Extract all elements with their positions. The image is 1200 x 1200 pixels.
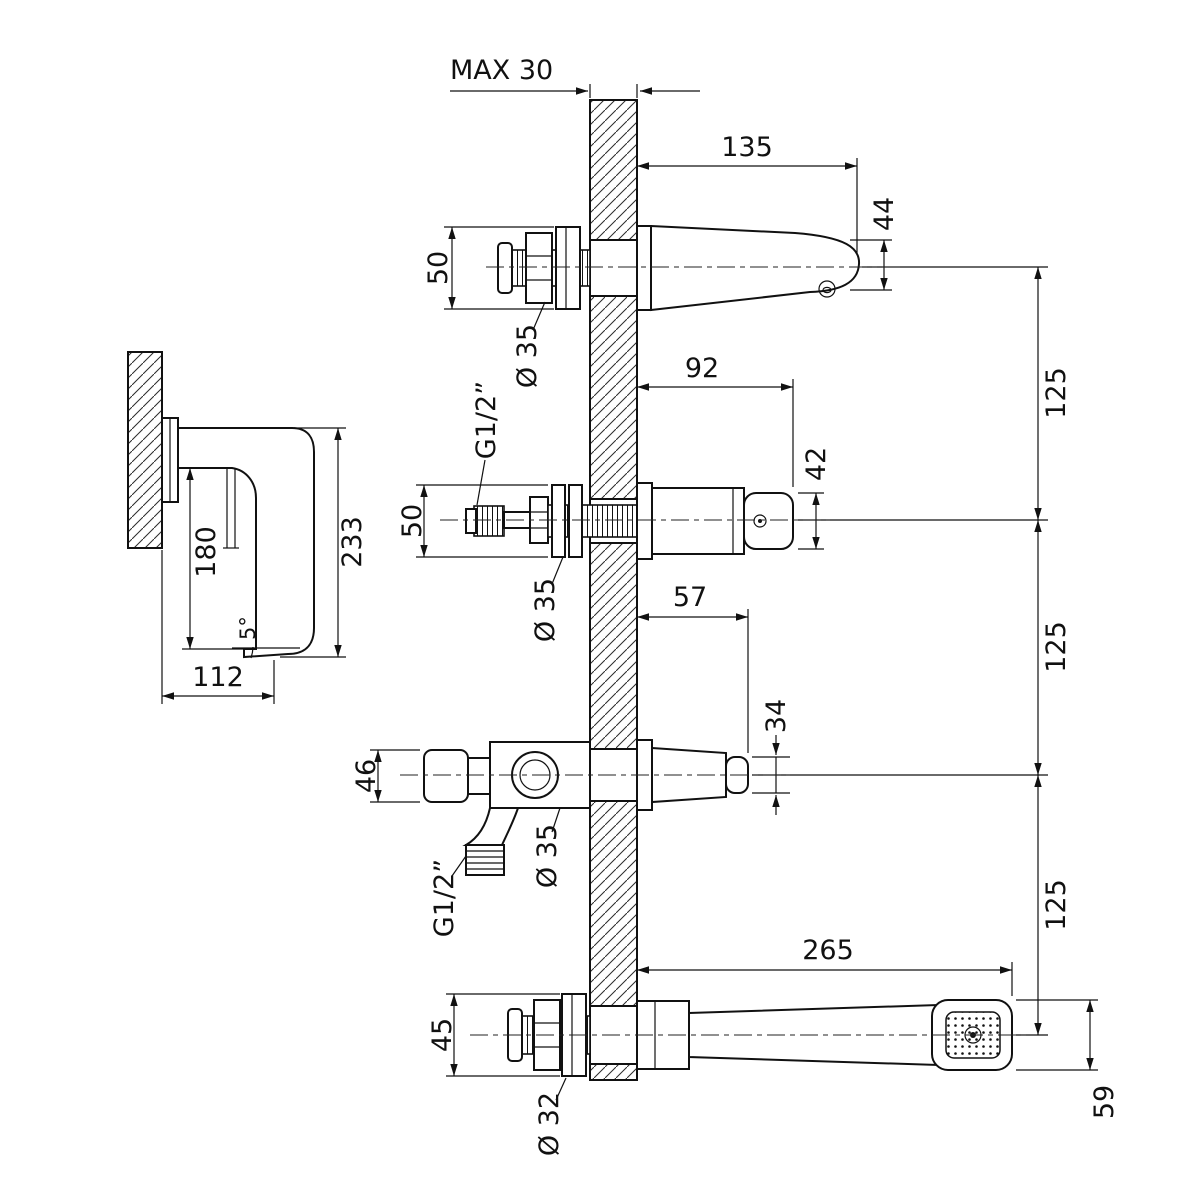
valve-front-view: 92 42 50 G1/2” Ø 35 [397,353,832,642]
side-spout-profile [177,427,315,659]
dim-spout-tip-height: 44 [869,197,900,231]
centerlines [400,266,1028,1036]
front-view: MAX 30 50 135 [351,55,1120,1156]
valve-body [651,487,745,555]
outlet-elbow [462,807,520,846]
spout-body [650,224,861,312]
valve-inlet-cap [465,508,477,534]
dim-side-reach: 112 [192,662,244,693]
holder-neck [467,757,491,795]
dim-max-offset-label: MAX 30 [450,55,553,86]
dim-shower-head-height: 59 [1089,1085,1120,1119]
dim-diverter-thread: G1/2” [429,859,460,937]
side-view: 233 180 112 5° [127,351,368,704]
spout-front-view: 50 135 44 Ø 35 [423,132,900,388]
dim-valve-thread: G1/2” [471,381,502,459]
spout-stud-cap [497,242,513,294]
dim-diverter-knob-height: 34 [761,699,792,733]
side-wall-hatch [127,351,163,549]
spout-aerator [818,280,836,298]
dim-valve-handle-height: 42 [801,447,832,481]
valve-handle-screw [753,514,767,528]
holder-bracket [423,749,469,803]
valve-flange-plate-1 [551,484,566,558]
dim-diverter-hole: Ø 35 [532,824,563,888]
dim-pitch-1: 125 [1041,367,1072,419]
dim-shower-hole: Ø 32 [534,1092,565,1156]
spacing-dimension-chain: 125 125 125 [752,266,1072,1036]
valve-flange-plate-2 [568,484,583,558]
dim-pitch-2: 125 [1041,621,1072,673]
dim-outlet-angle: 5° [236,616,260,640]
dim-valve-trim-height: 50 [397,504,428,538]
spout-backnut [525,232,553,304]
valve-handle [743,492,794,550]
handshower-front-view: 265 45 Ø 32 59 [427,935,1120,1156]
valve-escutcheon [636,482,653,560]
dim-spout-trim-height: 50 [423,251,454,285]
dim-diverter-length: 57 [673,582,707,613]
dim-shower-trim-height: 45 [427,1018,458,1052]
dim-valve-length: 92 [685,353,719,384]
diverter-front-view: 57 34 46 Ø 35 G1/2” [351,582,792,937]
hose-outlet [465,844,505,876]
dim-valve-hole: Ø 35 [530,578,561,642]
valve-inlet-thread [473,505,505,537]
dim-spout-length: 135 [721,132,773,163]
dimension-max-offset: MAX 30 [450,55,700,98]
dim-diverter-trim-height: 46 [351,759,382,793]
dim-shower-length: 265 [802,935,854,966]
spout-washer [555,226,581,310]
spout-escutcheon [636,225,652,311]
dim-side-total-height: 233 [337,516,368,568]
spout-wall-pass [589,239,638,297]
dim-side-drop: 180 [191,526,222,578]
dim-spout-hole: Ø 35 [512,324,543,388]
dim-pitch-3: 125 [1041,879,1072,931]
